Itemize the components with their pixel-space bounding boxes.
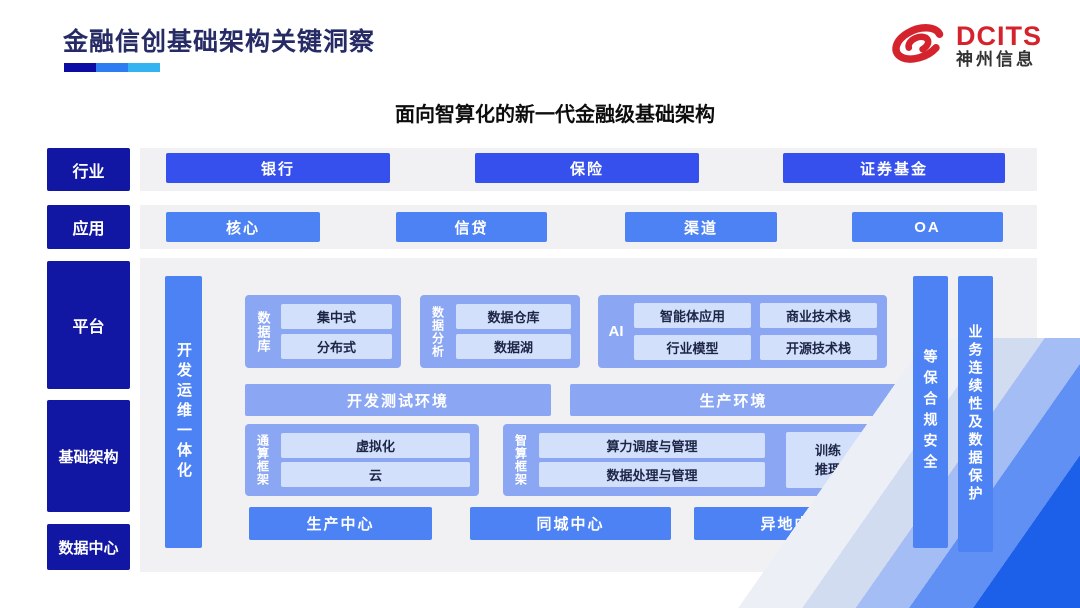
analytics-group: 数据分析 数据仓库 数据湖 [420, 295, 580, 368]
ai-item-agent-apps: 智能体应用 [634, 303, 751, 328]
training-inference-label: 训练推理 [814, 442, 841, 478]
datacenter-item-remote: 异地中心 [694, 507, 895, 540]
datacenter-item-production: 生产中心 [249, 507, 432, 540]
analytics-items: 数据仓库 数据湖 [456, 295, 571, 368]
smart-compute-label-text: 智算框架 [513, 434, 528, 486]
application-item-credit: 信贷 [396, 212, 547, 242]
general-compute-label-text: 通算框架 [255, 434, 270, 486]
database-item-centralized: 集中式 [281, 304, 392, 329]
smart-compute-group: 智算框架 算力调度与管理 数据处理与管理 训练推理 [503, 424, 879, 496]
logo-company: 神州信息 [956, 49, 1036, 69]
ai-group-label: AI [598, 295, 634, 368]
database-group-label: 数据库 [245, 295, 281, 368]
row-label-datacenter: 数据中心 [47, 524, 130, 570]
analytics-group-label-text: 数据分析 [430, 305, 445, 358]
ai-group-label-text: AI [608, 323, 624, 340]
devops-integration-bar: 开发运维一体化 [165, 276, 202, 548]
row-label-industry: 行业 [47, 148, 130, 191]
smart-compute-items: 算力调度与管理 数据处理与管理 [539, 424, 765, 496]
row-label-application: 应用 [47, 205, 130, 249]
industry-item-insurance: 保险 [475, 153, 699, 183]
ai-items: 智能体应用 商业技术栈 行业模型 开源技术栈 [634, 295, 877, 368]
dcits-logo: DCITS 神州信息 [888, 16, 1042, 75]
general-compute-item-cloud: 云 [281, 462, 470, 488]
logo-text: DCITS 神州信息 [956, 22, 1042, 68]
smart-compute-item-scheduling: 算力调度与管理 [539, 432, 765, 458]
training-inference-box: 训练推理 [786, 432, 870, 488]
dcits-swirl-icon [888, 16, 948, 75]
general-compute-group: 通算框架 虚拟化 云 [245, 424, 479, 496]
analytics-item-warehouse: 数据仓库 [456, 304, 571, 329]
analytics-group-label: 数据分析 [420, 295, 456, 368]
industry-item-bank: 银行 [166, 153, 390, 183]
industry-item-securities: 证券基金 [783, 153, 1005, 183]
smart-compute-label: 智算框架 [503, 424, 539, 496]
diagram-title: 面向智算化的新一代金融级基础架构 [395, 104, 715, 126]
business-continuity-bar: 业务连续性及数据保护 [958, 276, 993, 552]
application-item-channel: 渠道 [625, 212, 777, 242]
underline-segment-light [128, 63, 160, 72]
database-items: 集中式 分布式 [281, 295, 392, 368]
title-underline [64, 63, 160, 72]
smart-compute-item-data-processing: 数据处理与管理 [539, 462, 765, 488]
underline-segment-dark [64, 63, 96, 72]
ai-item-industry-models: 行业模型 [634, 334, 751, 360]
database-item-distributed: 分布式 [281, 334, 392, 359]
application-item-oa: OA [852, 212, 1003, 242]
devops-integration-label: 开发运维一体化 [175, 342, 192, 482]
security-compliance-bar: 等保合规安全 [913, 276, 948, 548]
dev-test-env-bar: 开发测试环境 [245, 384, 551, 416]
prod-env-bar: 生产环境 [570, 384, 897, 416]
security-compliance-label: 等保合规安全 [922, 349, 939, 475]
application-item-core: 核心 [166, 212, 320, 242]
row-label-infrastructure: 基础架构 [47, 400, 130, 512]
underline-segment-medium [96, 63, 128, 72]
logo-brand: DCITS [956, 21, 1042, 52]
database-group-label-text: 数据库 [255, 310, 271, 353]
ai-item-opensource-stack: 开源技术栈 [760, 334, 877, 360]
ai-group: AI 智能体应用 商业技术栈 行业模型 开源技术栈 [598, 295, 887, 368]
row-label-platform: 平台 [47, 261, 130, 389]
datacenter-item-same-city: 同城中心 [470, 507, 671, 540]
business-continuity-label: 业务连续性及数据保护 [967, 324, 984, 504]
general-compute-items: 虚拟化 云 [281, 424, 470, 496]
general-compute-item-virtualization: 虚拟化 [281, 432, 470, 458]
database-group: 数据库 集中式 分布式 [245, 295, 401, 368]
ai-item-commercial-stack: 商业技术栈 [760, 303, 877, 328]
general-compute-label: 通算框架 [245, 424, 281, 496]
analytics-item-lake: 数据湖 [456, 334, 571, 359]
page-title: 金融信创基础架构关键洞察 [63, 28, 376, 56]
